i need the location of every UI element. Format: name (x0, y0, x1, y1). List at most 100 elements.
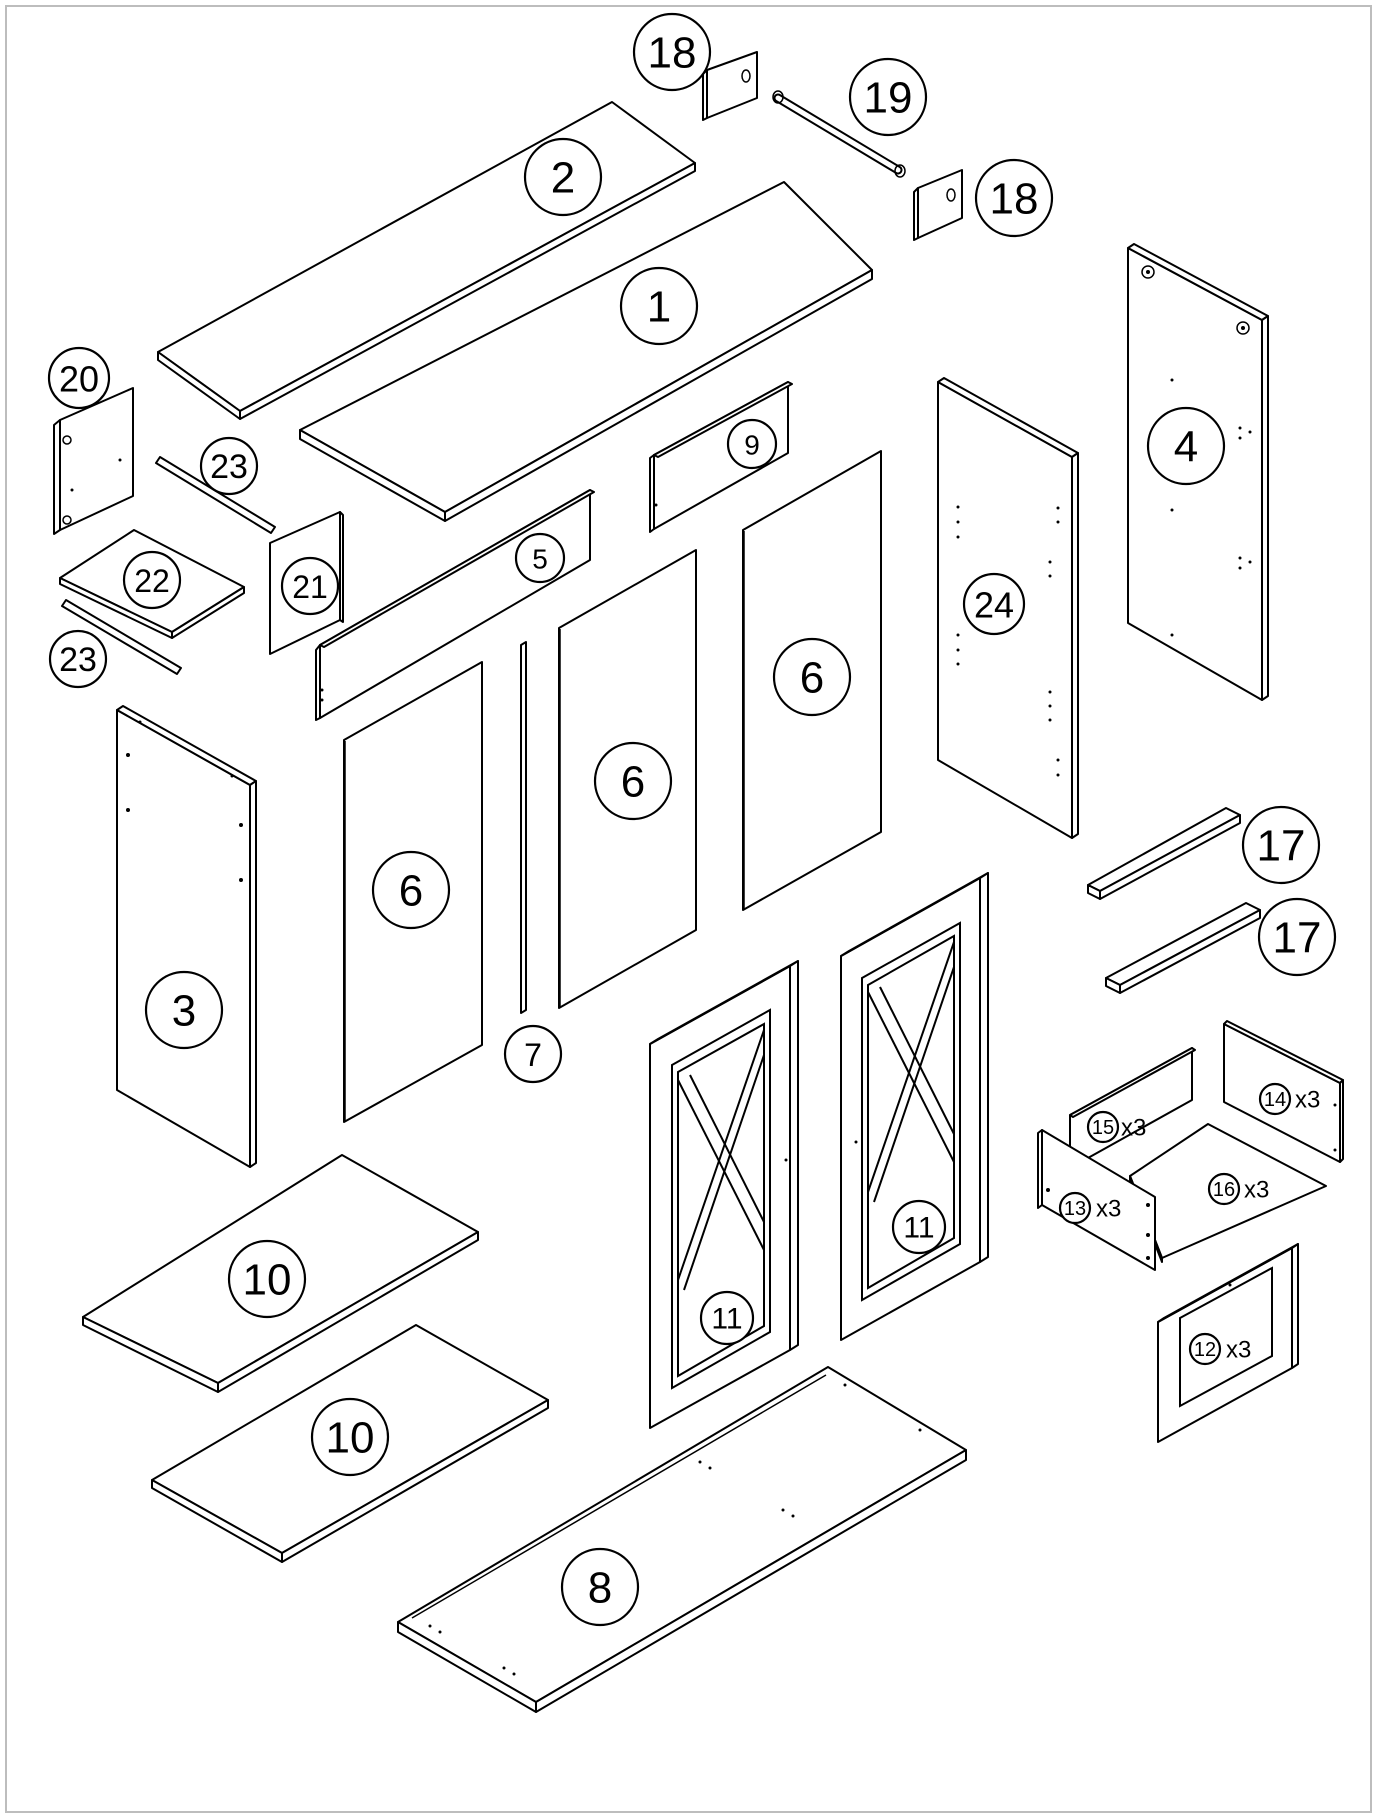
part-number-label: 17 (1273, 914, 1322, 963)
part-quantity-label: x3 (1121, 1115, 1146, 1142)
part-badge-circle (560, 1547, 640, 1627)
part-badge-circle (1086, 1110, 1120, 1144)
part-badge-circle (962, 572, 1026, 636)
part-badge-24: 24 (962, 572, 1026, 636)
part-23-rod-upper (155, 456, 276, 534)
part-7-strip (520, 641, 527, 1014)
part-quantity-label: x3 (1244, 1177, 1269, 1204)
part-number-label: 13 (1064, 1198, 1086, 1220)
part-badge-8: 8 (560, 1547, 640, 1627)
part-number-label: 23 (59, 641, 97, 679)
part-badge-11: 11 (699, 1290, 755, 1346)
part-badge-circle (280, 556, 340, 616)
part-number-label: 2 (551, 154, 575, 203)
part-18-bracket-lower (913, 169, 963, 241)
part-badge-circle (310, 1397, 390, 1477)
part-number-label: 21 (292, 569, 328, 605)
part-17-rail-lower (1105, 902, 1261, 994)
part-badge-circle (1258, 1082, 1292, 1116)
part-badge-23: 23 (48, 629, 108, 689)
part-number-label: 12 (1194, 1339, 1216, 1361)
part-number-label: 16 (1213, 1179, 1235, 1201)
part-badge-circle (48, 629, 108, 689)
part-3-side-panel (116, 705, 257, 1168)
part-quantity-label: x3 (1096, 1196, 1121, 1223)
part-12-drawer-front (1157, 1243, 1299, 1443)
part-badge-circle (632, 12, 712, 92)
part-badge-17: 17 (1257, 897, 1337, 977)
part-badge-circle (523, 137, 603, 217)
part-number-label: 4 (1174, 423, 1198, 472)
part-badge-circle (503, 1024, 563, 1084)
part-badge-circle (726, 418, 778, 470)
part-badge-13: 13 x3 (1058, 1191, 1121, 1225)
part-17-rail-upper (1087, 807, 1241, 900)
part-badge-circle (144, 970, 224, 1050)
part-number-label: 6 (800, 654, 824, 703)
part-number-label: 10 (326, 1414, 375, 1463)
part-number-label: 9 (744, 430, 760, 461)
part-badge-22: 22 (122, 550, 182, 610)
part-quantity-label: x3 (1295, 1087, 1320, 1114)
part-number-label: 18 (990, 175, 1039, 224)
part-number-label: 22 (134, 563, 170, 599)
part-badge-circle (891, 1199, 947, 1255)
part-badge-18: 18 (974, 158, 1054, 238)
part-11-door-right (840, 872, 989, 1341)
part-18-bracket-upper (702, 51, 758, 121)
part-badge-1: 1 (619, 266, 699, 346)
part-badge-circle (974, 158, 1054, 238)
part-number-label: 17 (1257, 822, 1306, 871)
part-number-label: 20 (59, 359, 99, 400)
part-number-label: 15 (1092, 1117, 1114, 1139)
part-1-board (299, 181, 873, 522)
part-badge-circle (514, 532, 566, 584)
part-badge-circle (1241, 805, 1321, 885)
part-number-label: 24 (974, 585, 1014, 626)
part-number-label: 11 (903, 1212, 934, 1245)
part-badge-circle (227, 1239, 307, 1319)
part-badge-circle (1257, 897, 1337, 977)
part-number-label: 11 (711, 1303, 742, 1336)
part-number-label: 10 (243, 1256, 292, 1305)
part-badge-circle (1146, 406, 1226, 486)
part-number-label: 7 (524, 1037, 542, 1073)
part-badge-circle (47, 346, 111, 410)
page-border (5, 5, 1372, 1813)
part-23-rod-lower (61, 599, 182, 675)
part-badge-6: 6 (593, 741, 673, 821)
part-number-label: 5 (532, 544, 548, 575)
part-19-rod (772, 90, 906, 178)
part-badge-circle (1207, 1172, 1241, 1206)
part-11-door-left (649, 960, 799, 1429)
part-badge-21: 21 (280, 556, 340, 616)
part-badge-circle (772, 637, 852, 717)
part-number-label: 19 (864, 74, 913, 123)
part-number-label: 8 (588, 1564, 612, 1613)
part-badge-10: 10 (310, 1397, 390, 1477)
part-badge-circle (371, 850, 451, 930)
part-badge-19: 19 (848, 57, 928, 137)
part-badge-6: 6 (371, 850, 451, 930)
part-badge-3: 3 (144, 970, 224, 1050)
part-8-bottom-board (397, 1366, 967, 1713)
part-badge-circle (1058, 1191, 1092, 1225)
part-badge-circle (199, 436, 259, 496)
part-badge-11: 11 (891, 1199, 947, 1255)
part-badge-16: 16 x3 (1207, 1172, 1269, 1206)
part-number-label: 14 (1264, 1089, 1286, 1111)
part-badge-circle (122, 550, 182, 610)
part-badge-circle (1188, 1332, 1222, 1366)
part-badge-5: 5 (514, 532, 566, 584)
part-badge-18: 18 (632, 12, 712, 92)
part-badge-20: 20 (47, 346, 111, 410)
part-badge-14: 14 x3 (1258, 1082, 1320, 1116)
part-number-label: 3 (172, 987, 196, 1036)
part-badge-9: 9 (726, 418, 778, 470)
part-number-label: 1 (647, 283, 671, 332)
part-20-side-panel (53, 387, 134, 535)
part-badge-23: 23 (199, 436, 259, 496)
